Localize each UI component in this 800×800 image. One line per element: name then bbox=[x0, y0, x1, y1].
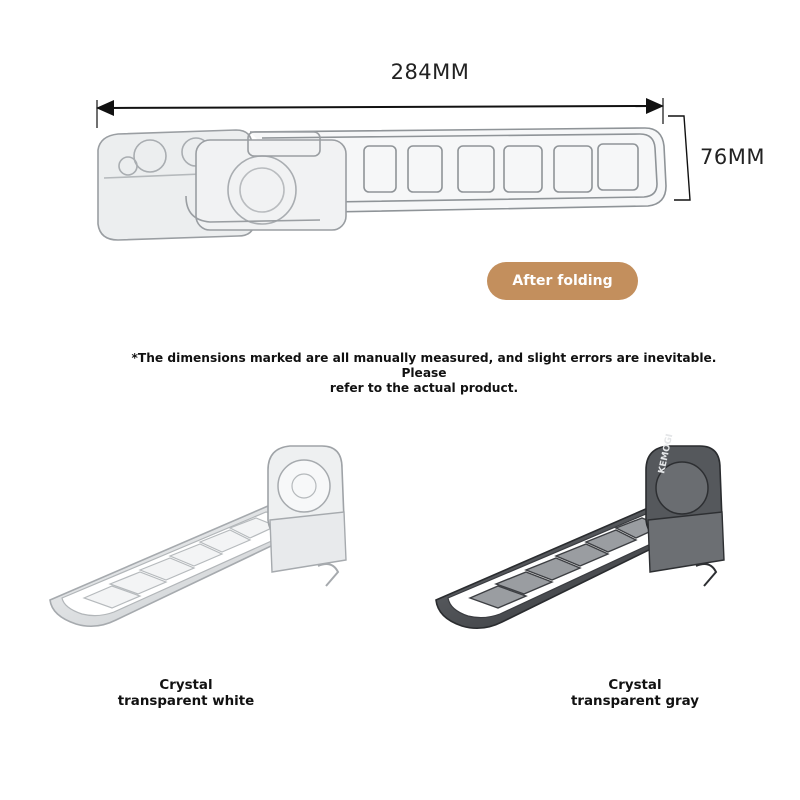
folded-rack-image bbox=[97, 127, 667, 241]
rack-white-image bbox=[49, 445, 347, 628]
height-dimension-label: 76MM bbox=[700, 145, 765, 169]
width-dimension-label: 284MM bbox=[390, 60, 470, 84]
caption-white-line-1: Crystal bbox=[159, 678, 213, 693]
width-dimension-arrow bbox=[96, 98, 664, 128]
after-folding-label: After folding bbox=[512, 273, 613, 289]
disclaimer-line-2: refer to the actual product. bbox=[329, 381, 519, 395]
measurement-disclaimer: *The dimensions marked are all manually … bbox=[130, 351, 718, 396]
caption-white-line-2: transparent white bbox=[117, 694, 255, 709]
caption-crystal-gray: Crystal transparent gray bbox=[515, 678, 755, 710]
after-folding-badge: After folding bbox=[487, 262, 638, 300]
disclaimer-line-1: *The dimensions marked are all manually … bbox=[131, 351, 717, 380]
caption-crystal-white: Crystal transparent white bbox=[66, 678, 306, 710]
height-dimension-bracket bbox=[668, 115, 691, 201]
caption-gray-line-2: transparent gray bbox=[571, 694, 699, 709]
rack-gray-image bbox=[435, 445, 725, 630]
caption-gray-line-1: Crystal bbox=[608, 678, 662, 693]
